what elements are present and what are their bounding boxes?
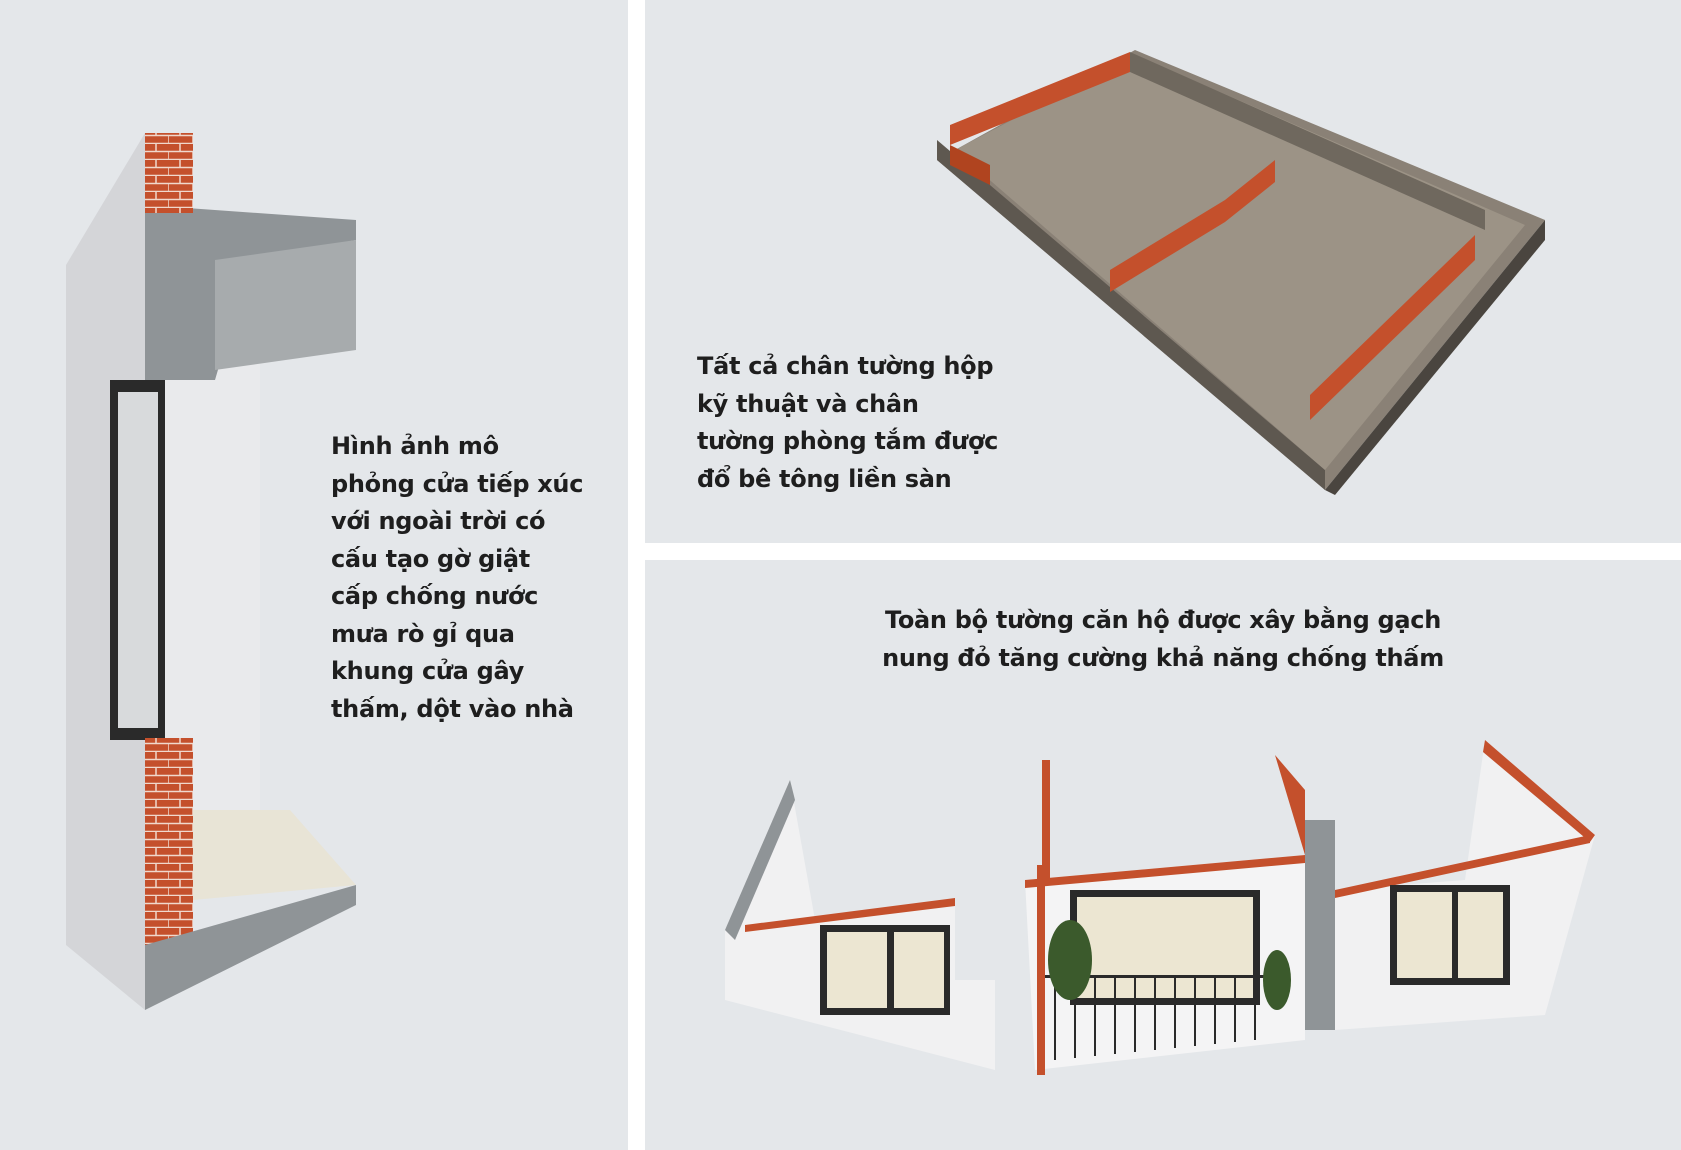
- caption-line: đổ bê tông liền sàn: [697, 464, 952, 493]
- floor-plan-illustration: [937, 50, 1545, 495]
- caption-line: Toàn bộ tường căn hộ được xây bằng gạch: [884, 606, 1442, 634]
- door-section-illustration: [66, 133, 356, 1010]
- caption-line: mưa rò gỉ qua: [331, 619, 515, 648]
- floor-plan-caption: Tất cả chân tường hộp kỹ thuật và chân t…: [697, 348, 998, 498]
- caption-line: thấm, dột vào nhà: [331, 694, 574, 723]
- caption-line: phỏng cửa tiếp xúc: [331, 469, 584, 498]
- caption-line: cấu tạo gờ giật: [331, 544, 530, 573]
- door-section-caption: Hình ảnh mô phỏng cửa tiếp xúc với ngoài…: [331, 428, 583, 728]
- caption-line: với ngoài trời có: [331, 507, 546, 535]
- apartment-walls-caption: Toàn bộ tường căn hộ được xây bằng gạch …: [645, 602, 1681, 677]
- caption-line: khung cửa gây: [331, 657, 524, 685]
- apartment-walls-panel: Toàn bộ tường căn hộ được xây bằng gạch …: [645, 560, 1681, 1150]
- floor-plan-panel: Tất cả chân tường hộp kỹ thuật và chân t…: [645, 0, 1681, 543]
- caption-line: tường phòng tắm được: [697, 427, 999, 455]
- caption-line: nung đỏ tăng cường khả năng chống thấm: [882, 643, 1444, 672]
- door-section-panel: Hình ảnh mô phỏng cửa tiếp xúc với ngoài…: [0, 0, 628, 1150]
- caption-line: Tất cả chân tường hộp: [697, 352, 994, 380]
- apartment-walls-illustration: [725, 740, 1595, 1075]
- caption-line: Hình ảnh mô: [331, 432, 499, 460]
- caption-line: cấp chống nước: [331, 582, 539, 610]
- caption-line: kỹ thuật và chân: [697, 389, 919, 418]
